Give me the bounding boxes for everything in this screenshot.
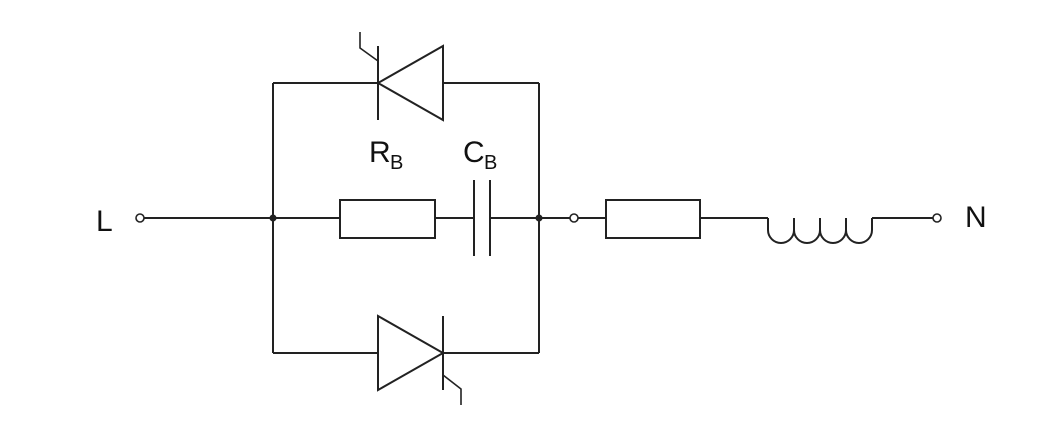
label-cb: C B (463, 136, 497, 174)
series-resistor (605, 199, 701, 239)
junction-left (269, 214, 277, 222)
label-cb-sub: B (484, 152, 497, 174)
thyristor-bottom-gate (442, 374, 462, 405)
terminal-left: L (96, 205, 145, 238)
terminal-right-label: N (965, 201, 987, 234)
label-rb-main: R (369, 136, 391, 169)
terminal-mid (569, 213, 579, 223)
label-rb-sub: B (390, 152, 403, 174)
capacitor-cb (473, 180, 491, 256)
thyristor-top-gate (359, 32, 379, 62)
thyristor-top (359, 32, 444, 122)
label-cb-main: C (463, 136, 485, 169)
terminal-right-dot (932, 213, 942, 223)
terminal-left-dot (135, 213, 145, 223)
inductor (767, 218, 873, 244)
resistor-rb (339, 199, 436, 239)
thyristor-bottom (377, 314, 462, 405)
terminal-right: N (932, 201, 987, 234)
label-rb: R B (369, 136, 403, 174)
thyristor-bottom-triangle (377, 314, 446, 392)
terminal-left-label: L (96, 205, 113, 238)
thyristor-top-triangle (375, 44, 444, 122)
